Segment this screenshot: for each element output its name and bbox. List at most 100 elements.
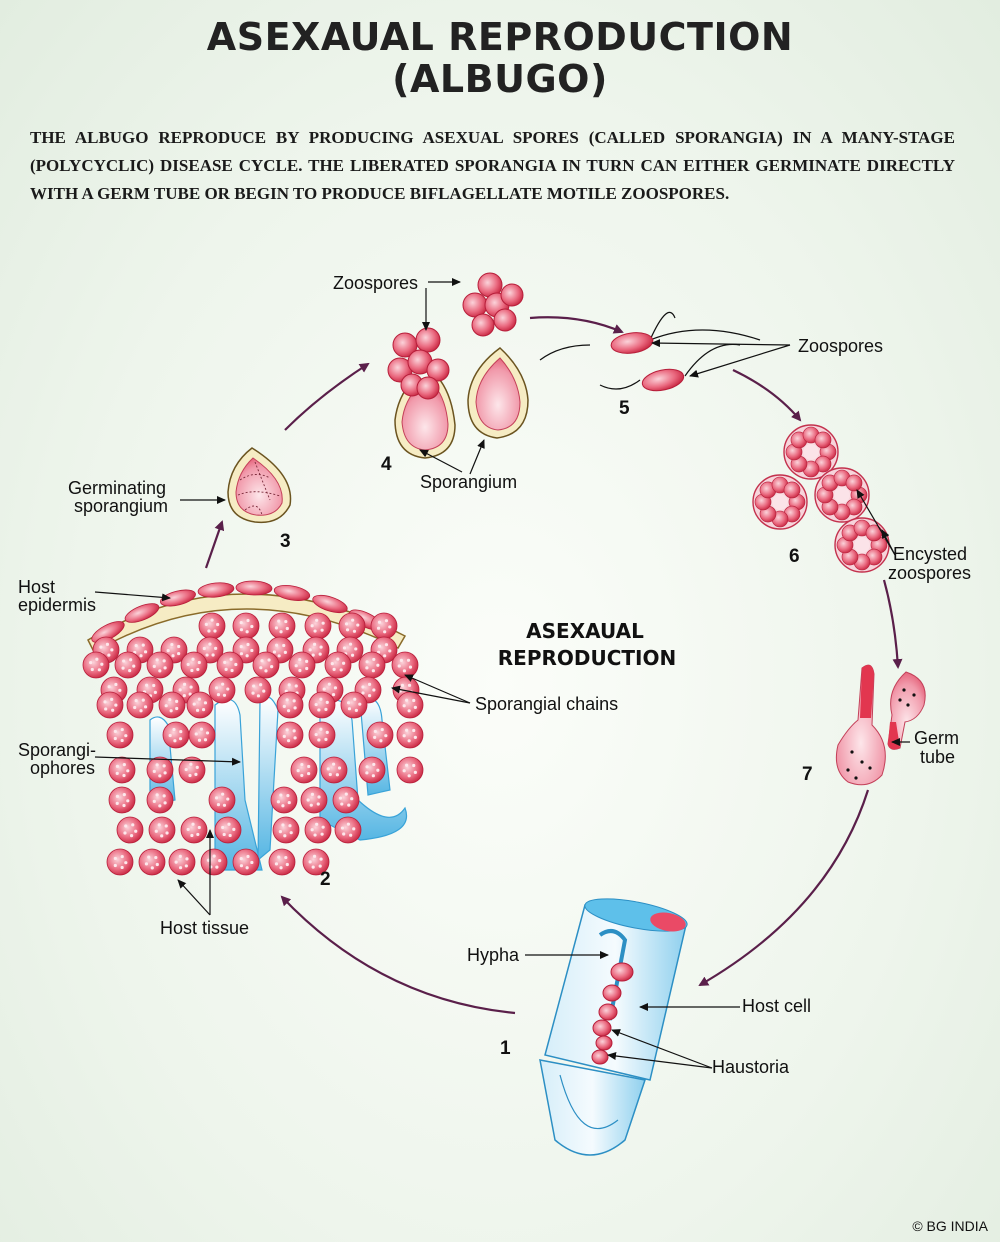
cell-nucleus-dot <box>155 862 159 867</box>
cell-nucleus-dot <box>221 792 225 796</box>
cell-nucleus-dot <box>128 669 132 673</box>
cell-nucleus-dot <box>361 685 365 689</box>
host-cell-spore <box>108 786 136 814</box>
cell-nucleus-dot <box>325 730 329 734</box>
cell-nucleus-dot <box>310 792 315 796</box>
cell-nucleus-dot <box>178 854 182 858</box>
host-cell-spore <box>146 651 174 679</box>
cell-nucleus-dot <box>365 765 369 769</box>
cell-nucleus-dot <box>245 866 249 870</box>
cell-nucleus-dot <box>172 727 176 732</box>
cell-nucleus-dot <box>144 862 149 866</box>
cell-nucleus-dot <box>384 734 388 738</box>
cell-nucleus-dot <box>342 646 347 650</box>
cell-nucleus-dot <box>250 860 254 865</box>
host-cell-spore <box>148 816 176 844</box>
cell-nucleus-dot <box>122 803 126 808</box>
cell-nucleus-dot <box>152 683 156 688</box>
cell-nucleus-dot <box>207 629 211 633</box>
cell-nucleus-dot <box>120 738 124 743</box>
cell-nucleus-dot <box>175 706 179 711</box>
cell-nucleus-dot <box>397 664 401 668</box>
cycle-arrow-5-6 <box>732 369 802 422</box>
cell-nucleus-dot <box>216 622 220 627</box>
host-cell-spore <box>126 691 154 719</box>
cell-nucleus-dot <box>226 687 230 691</box>
cell-nucleus-dot <box>260 659 264 663</box>
stage-number-6: 6 <box>789 546 800 567</box>
cell-nucleus-dot <box>174 860 178 864</box>
cell-nucleus-dot <box>204 622 208 626</box>
cell-nucleus-dot <box>163 801 167 805</box>
cell-nucleus-dot <box>286 709 291 713</box>
label-hypha: Hypha <box>467 945 520 965</box>
cell-nucleus-dot <box>195 765 199 769</box>
cell-nucleus-dot <box>279 630 283 634</box>
host-tissue-cells <box>82 612 424 876</box>
cell-nucleus-dot <box>216 693 221 697</box>
cell-nucleus-dot <box>262 689 266 693</box>
cell-nucleus-dot <box>300 773 304 778</box>
cell-nucleus-dot <box>194 772 198 776</box>
cell-nucleus-dot <box>216 803 221 807</box>
host-cell-spore <box>232 612 260 640</box>
stage-number-4: 4 <box>381 454 392 475</box>
cell-nucleus-dot <box>120 727 124 732</box>
cell-nucleus-dot <box>377 644 382 648</box>
cell-nucleus-dot <box>413 770 417 774</box>
cell-nucleus-dot <box>293 736 297 740</box>
cell-nucleus-dot <box>376 663 380 667</box>
cell-nucleus-dot <box>226 797 230 801</box>
cell-nucleus-dot <box>349 833 353 837</box>
cell-nucleus-dot <box>277 855 281 859</box>
label-pointers <box>94 278 910 1069</box>
cell-nucleus-dot <box>259 666 263 670</box>
label-host-epidermis-2: epidermis <box>18 595 96 615</box>
cell-nucleus-dot <box>350 797 354 801</box>
cell-nucleus-dot <box>327 682 331 686</box>
haustoria <box>591 962 634 1065</box>
cell-nucleus-dot <box>344 622 349 626</box>
host-cell-spore <box>308 721 336 749</box>
cycle-arrow-7-1 <box>698 789 870 986</box>
cell-nucleus-dot <box>155 658 159 662</box>
stage-number-5: 5 <box>619 398 630 419</box>
cell-nucleus-dot <box>120 865 124 870</box>
cell-nucleus-dot <box>274 626 279 630</box>
host-cell-spore <box>208 786 236 814</box>
cell-nucleus-dot <box>358 702 362 706</box>
host-cell-spore <box>208 676 236 704</box>
cell-nucleus-dot <box>340 802 344 806</box>
page-title: ASEXAUAL REPRODUCTION <box>206 15 794 59</box>
cell-nucleus-dot <box>152 769 156 773</box>
cell-nucleus-dot <box>318 864 322 868</box>
cell-nucleus-dot <box>293 706 297 710</box>
cell-nucleus-dot <box>298 668 302 673</box>
host-cell-spore <box>270 786 298 814</box>
cell-nucleus-dot <box>214 646 218 650</box>
cell-nucleus-dot <box>90 667 94 672</box>
cell-nucleus-dot <box>118 688 122 692</box>
cell-nucleus-dot <box>188 692 192 696</box>
cell-nucleus-dot <box>211 653 215 657</box>
cell-nucleus-dot <box>331 762 336 766</box>
stage-number-2: 2 <box>320 869 331 890</box>
cell-nucleus-dot <box>190 833 194 838</box>
cell-nucleus-dot <box>177 651 181 656</box>
cell-nucleus-dot <box>344 792 348 796</box>
cell-nucleus-dot <box>400 683 405 687</box>
cell-nucleus-dot <box>213 629 217 633</box>
cell-nucleus-dot <box>234 662 238 667</box>
stage-numbers: 1 2 3 4 5 6 7 <box>280 398 813 1059</box>
cell-nucleus-dot <box>131 823 135 827</box>
cell-nucleus-dot <box>337 766 342 770</box>
cell-nucleus-dot <box>336 657 340 661</box>
cell-nucleus-dot <box>338 796 343 800</box>
cell-nucleus-dot <box>197 738 202 742</box>
host-cell-spore <box>396 721 424 749</box>
cell-nucleus-dot <box>286 794 290 798</box>
cell-nucleus-dot <box>178 688 182 692</box>
cell-nucleus-dot <box>120 854 124 859</box>
cell-nucleus-dot <box>314 732 318 737</box>
cell-nucleus-dot <box>279 866 283 870</box>
